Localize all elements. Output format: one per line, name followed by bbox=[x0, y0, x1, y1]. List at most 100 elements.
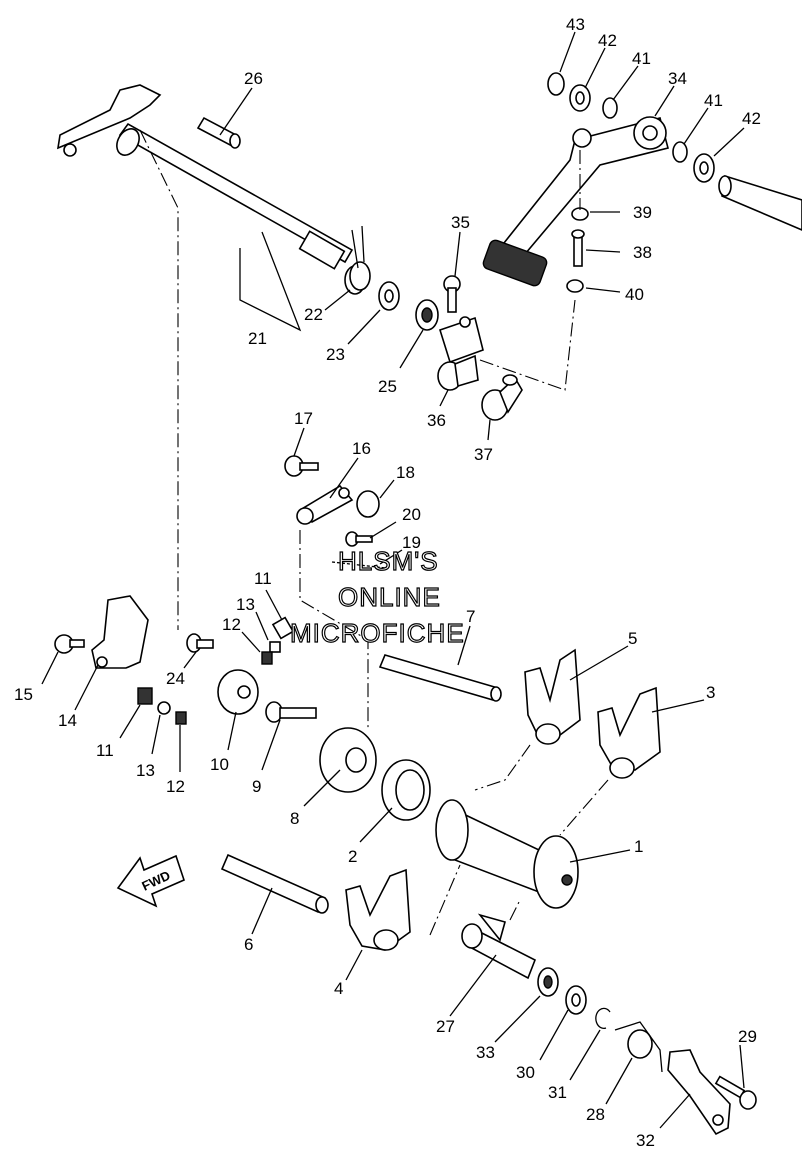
callout-4: 4 bbox=[334, 979, 343, 998]
shift-fork bbox=[345, 868, 411, 951]
callout-36: 36 bbox=[427, 411, 446, 430]
shift-fork bbox=[597, 686, 661, 779]
fwd-arrow-icon: FWD bbox=[116, 854, 185, 908]
callout-8: 8 bbox=[290, 809, 299, 828]
washer bbox=[565, 985, 587, 1015]
spring bbox=[261, 651, 273, 665]
callout-3: 3 bbox=[706, 683, 715, 702]
callout-41: 41 bbox=[632, 49, 651, 68]
callout-1: 1 bbox=[634, 837, 643, 856]
leader-lines bbox=[41, 31, 745, 1129]
callout-41: 41 bbox=[704, 91, 723, 110]
watermark-line-1: HLSM'S bbox=[338, 546, 439, 576]
plate bbox=[91, 595, 149, 669]
pedal-shaft bbox=[718, 174, 802, 231]
shift-shaft-lower bbox=[461, 913, 537, 980]
shift-arm bbox=[439, 316, 484, 364]
callout-37: 37 bbox=[474, 445, 493, 464]
rod-joint bbox=[481, 374, 523, 421]
oil-seal bbox=[537, 967, 559, 997]
rod-joint bbox=[437, 354, 479, 391]
callout-28: 28 bbox=[586, 1105, 605, 1124]
callout-5: 5 bbox=[628, 629, 637, 648]
pawl-pin bbox=[269, 641, 281, 653]
stopper-lever bbox=[296, 484, 354, 525]
callout-33: 33 bbox=[476, 1043, 495, 1062]
fork-rod bbox=[378, 654, 502, 702]
bolt bbox=[571, 229, 585, 267]
callout-12: 12 bbox=[222, 615, 241, 634]
watermark-line-3: MICROFICHE bbox=[290, 618, 465, 648]
collar bbox=[356, 490, 380, 518]
shift-drum bbox=[435, 799, 579, 909]
washer bbox=[569, 84, 591, 112]
watermark-line-2: ONLINE bbox=[338, 582, 441, 612]
screw bbox=[345, 531, 373, 547]
callout-17: 17 bbox=[294, 409, 313, 428]
pin bbox=[196, 116, 241, 149]
o-ring bbox=[602, 97, 618, 119]
callout-19: 19 bbox=[402, 533, 421, 552]
callout-11: 11 bbox=[96, 741, 114, 760]
callout-26: 26 bbox=[244, 69, 263, 88]
return-spring bbox=[614, 1021, 663, 1073]
callout-14: 14 bbox=[58, 711, 77, 730]
callout-13: 13 bbox=[236, 595, 255, 614]
callout-32: 32 bbox=[636, 1131, 655, 1150]
callout-20: 20 bbox=[402, 505, 421, 524]
o-ring bbox=[672, 141, 688, 163]
pawl-pin bbox=[157, 701, 171, 715]
callout-31: 31 bbox=[548, 1083, 567, 1102]
callout-30: 30 bbox=[516, 1063, 535, 1082]
bolt bbox=[54, 634, 85, 654]
callout-24: 24 bbox=[166, 669, 185, 688]
callout-21: 21 bbox=[248, 329, 267, 348]
spring bbox=[175, 711, 187, 725]
callout-34: 34 bbox=[668, 69, 687, 88]
callout-9: 9 bbox=[252, 777, 261, 796]
callout-25: 25 bbox=[378, 377, 397, 396]
shaft-spring bbox=[344, 225, 371, 295]
callout-13: 13 bbox=[136, 761, 155, 780]
shift-fork bbox=[524, 648, 581, 745]
callout-39: 39 bbox=[633, 203, 652, 222]
callout-7: 7 bbox=[466, 607, 475, 626]
pawl bbox=[271, 616, 295, 640]
callout-16: 16 bbox=[352, 439, 371, 458]
collar bbox=[186, 633, 214, 653]
shift-guide bbox=[217, 669, 259, 715]
callout-12: 12 bbox=[166, 777, 185, 796]
circlip bbox=[595, 1007, 611, 1030]
circlip bbox=[547, 72, 565, 96]
callout-42: 42 bbox=[598, 31, 617, 50]
callout-22: 22 bbox=[304, 305, 323, 324]
callout-10: 10 bbox=[210, 755, 229, 774]
callout-2: 2 bbox=[348, 847, 357, 866]
washer bbox=[378, 281, 400, 311]
callout-40: 40 bbox=[625, 285, 644, 304]
callout-11: 11 bbox=[254, 569, 272, 588]
callout-43: 43 bbox=[566, 15, 585, 34]
callout-23: 23 bbox=[326, 345, 345, 364]
watermark: HLSM'S ONLINE MICROFICHE bbox=[289, 545, 465, 648]
bolt bbox=[443, 275, 461, 313]
callout-6: 6 bbox=[244, 935, 253, 954]
bolt bbox=[284, 455, 319, 477]
stopper-spring bbox=[331, 561, 387, 569]
oil-seal bbox=[415, 299, 439, 331]
fork-rod bbox=[220, 853, 329, 914]
shift-arm-plate bbox=[667, 1049, 731, 1136]
pawl bbox=[137, 687, 153, 705]
shift-shaft bbox=[56, 84, 354, 270]
callout-42: 42 bbox=[742, 109, 761, 128]
nut bbox=[566, 279, 584, 293]
callout-15: 15 bbox=[14, 685, 33, 704]
bearing bbox=[381, 759, 431, 821]
bolt bbox=[265, 701, 317, 723]
callout-18: 18 bbox=[396, 463, 415, 482]
callout-38: 38 bbox=[633, 243, 652, 262]
callout-27: 27 bbox=[436, 1017, 455, 1036]
assembly-lines bbox=[139, 129, 609, 936]
